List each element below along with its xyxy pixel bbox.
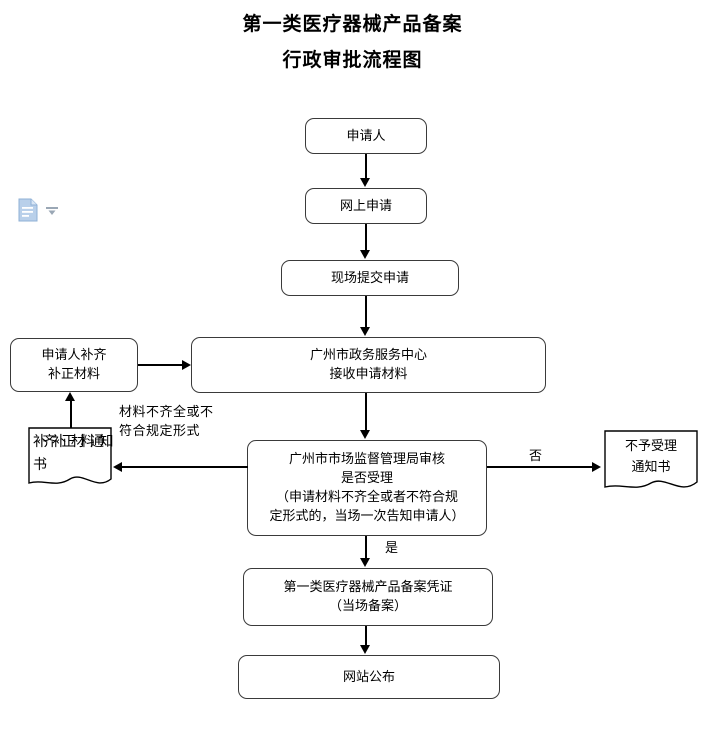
node-applicant[interactable]: 申请人	[305, 118, 427, 154]
arrowhead-service-center-to-review	[360, 430, 370, 439]
title-line-1: 第一类医疗器械产品备案	[242, 13, 463, 35]
title-line-2: 行政审批流程图	[282, 49, 423, 71]
arrowhead-online-to-onsite	[360, 250, 370, 259]
edge-service-center-to-review	[365, 393, 367, 430]
arrowhead-review-to-certificate	[360, 558, 370, 567]
node-applicant-supplement-label: 申请人补齐 补正材料	[41, 348, 107, 382]
node-supplement-notice[interactable]: 补齐补正材料通知书	[28, 427, 114, 491]
node-reject-notice-label: 不予受理 通知书	[624, 439, 677, 475]
node-website-publish-label: 网站公布	[342, 669, 395, 685]
node-review-label: 广州市市场监督管理局审核 是否受理 （申请材料不齐全或者不符合规 定形式的，当场…	[269, 452, 465, 524]
edge-online-to-onsite	[365, 224, 367, 250]
node-reject-notice[interactable]: 不予受理 通知书	[604, 430, 698, 496]
node-supplement-notice-label: 补齐补正材料通知书	[33, 434, 114, 473]
edge-onsite-to-service-center	[365, 296, 367, 327]
node-applicant-supplement[interactable]: 申请人补齐 补正材料	[10, 338, 138, 392]
node-online-apply-label: 网上申请	[339, 198, 392, 214]
document-shape-outline	[604, 430, 698, 496]
arrowhead-onsite-to-service-center	[360, 327, 370, 336]
edge-supplement-to-service-center	[138, 364, 182, 366]
edge-review-to-certificate	[365, 536, 367, 558]
edge-label-yes: 是	[385, 541, 399, 556]
node-service-center[interactable]: 广州市政务服务中心 接收申请材料	[191, 337, 546, 393]
node-online-apply[interactable]: 网上申请	[305, 188, 427, 224]
paste-document-icon[interactable]	[18, 198, 38, 222]
node-filing-certificate[interactable]: 第一类医疗器械产品备案凭证 （当场备案）	[243, 568, 493, 626]
arrowhead-review-to-reject	[592, 462, 601, 472]
edge-certificate-to-publish	[365, 626, 367, 645]
arrowhead-review-to-notice	[113, 462, 122, 472]
edge-label-no: 否	[529, 449, 543, 464]
node-review[interactable]: 广州市市场监督管理局审核 是否受理 （申请材料不齐全或者不符合规 定形式的，当场…	[247, 440, 487, 536]
node-applicant-label: 申请人	[346, 128, 386, 144]
edge-review-to-reject	[487, 466, 595, 468]
node-onsite-submit-label: 现场提交申请	[330, 270, 409, 286]
edge-applicant-to-online	[365, 154, 367, 178]
node-website-publish[interactable]: 网站公布	[238, 655, 500, 699]
document-shape-outline	[28, 427, 112, 491]
arrowhead-certificate-to-publish	[360, 645, 370, 654]
paste-options-smart-tag[interactable]	[18, 198, 62, 224]
edge-label-material-incomplete: 材料不齐全或不 符合规定形式	[119, 405, 214, 439]
arrowhead-notice-to-supplement	[65, 392, 75, 401]
node-onsite-submit[interactable]: 现场提交申请	[281, 260, 459, 296]
page-title: 第一类医疗器械产品备案 行政审批流程图	[0, 6, 705, 78]
arrowhead-supplement-to-service-center	[182, 360, 191, 370]
edge-notice-to-supplement	[70, 400, 72, 428]
chevron-down-icon[interactable]	[46, 207, 58, 216]
node-service-center-label: 广州市政务服务中心 接收申请材料	[309, 348, 427, 382]
edge-review-to-notice	[122, 466, 248, 468]
node-filing-certificate-label: 第一类医疗器械产品备案凭证 （当场备案）	[283, 580, 453, 614]
arrowhead-applicant-to-online	[360, 178, 370, 187]
